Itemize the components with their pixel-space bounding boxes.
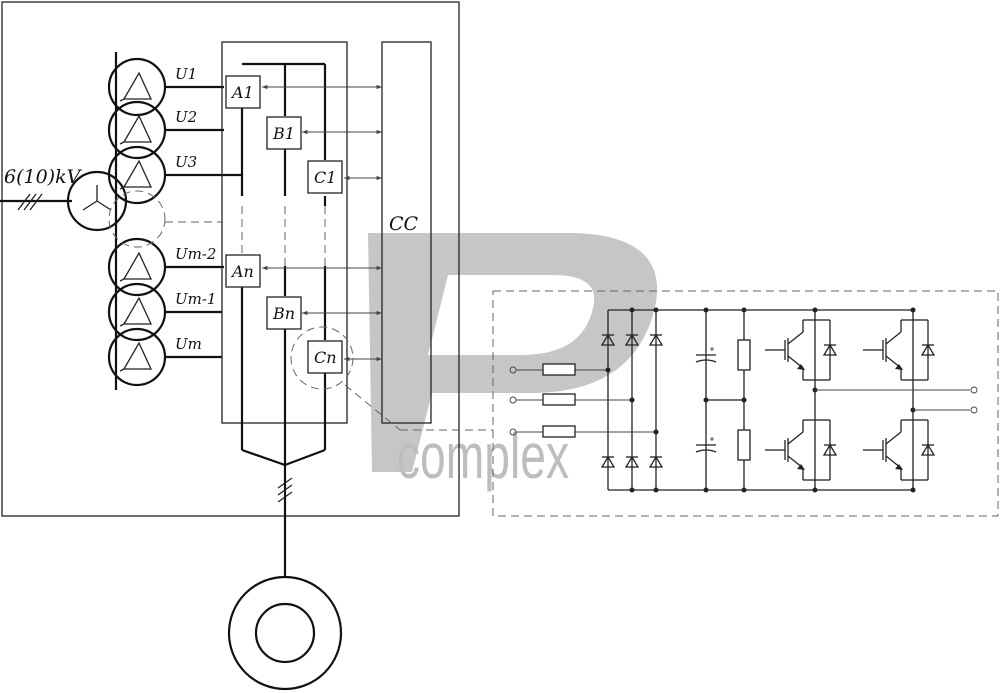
secondary-label: U1: [175, 65, 197, 83]
primary-winding: [66, 170, 128, 232]
supply-line: [0, 193, 72, 211]
secondary-winding: [107, 282, 222, 342]
motor: [227, 575, 343, 691]
secondary-label: Um: [175, 335, 202, 353]
supply-voltage-label: 6(10)kV: [4, 166, 83, 188]
cell-label: B1: [272, 124, 295, 143]
igbt-switch: [863, 319, 936, 381]
cell-detail-schematic: [492, 290, 999, 517]
cell-label: Cn: [314, 348, 337, 367]
detail-callout: [290, 326, 354, 390]
igbt-switch: [863, 419, 936, 481]
secondary-winding: [107, 327, 222, 387]
secondary-label: U2: [175, 108, 197, 126]
igbt-switch: [765, 319, 838, 381]
rectifier-bridge: [600, 307, 913, 493]
secondary-winding: [107, 237, 224, 297]
inverter-cell: [307, 340, 343, 374]
inverter-cell: [225, 254, 261, 288]
cabinet-frame: [1, 1, 460, 517]
secondary-label: Um-1: [175, 290, 216, 308]
inverter-cell: [307, 160, 343, 194]
inverter-cell: [225, 75, 261, 109]
secondary-label: U3: [175, 153, 197, 171]
control-system-label: CC: [389, 213, 419, 235]
igbt-switch: [765, 419, 838, 481]
output-cable: [277, 465, 293, 578]
phase-buses: [240, 62, 327, 467]
diode: [624, 455, 640, 468]
control-links: [262, 84, 382, 362]
detail-callout-leader: [344, 384, 401, 431]
dc-link: [695, 307, 751, 493]
cell-label: C1: [314, 168, 336, 187]
secondary-winding: [107, 100, 224, 160]
secondary-label: Um-2: [175, 245, 216, 263]
secondary-windings: [107, 57, 242, 387]
watermark-word: complex: [397, 421, 569, 492]
diode: [600, 333, 616, 346]
secondary-winding-placeholder: [108, 190, 166, 248]
igbt-h-bridge: [765, 307, 978, 493]
control-system-block: [381, 41, 432, 424]
secondary-winding: [107, 57, 224, 117]
watermark: complex: [368, 233, 658, 492]
cell-label: Bn: [272, 304, 295, 323]
diode: [624, 333, 640, 346]
watermark-logo-shape: [368, 233, 658, 472]
diode: [648, 333, 664, 346]
cell-label: A1: [230, 83, 254, 102]
inverter-cell: [266, 296, 302, 330]
input-terminals: [509, 363, 656, 438]
secondary-winding: [107, 145, 242, 205]
cell-label: An: [230, 262, 254, 281]
diode: [648, 455, 664, 468]
diode: [600, 455, 616, 468]
inverter-cells: [225, 75, 343, 374]
cell-detail-frame: [492, 290, 999, 517]
inverter-cell: [266, 116, 302, 150]
